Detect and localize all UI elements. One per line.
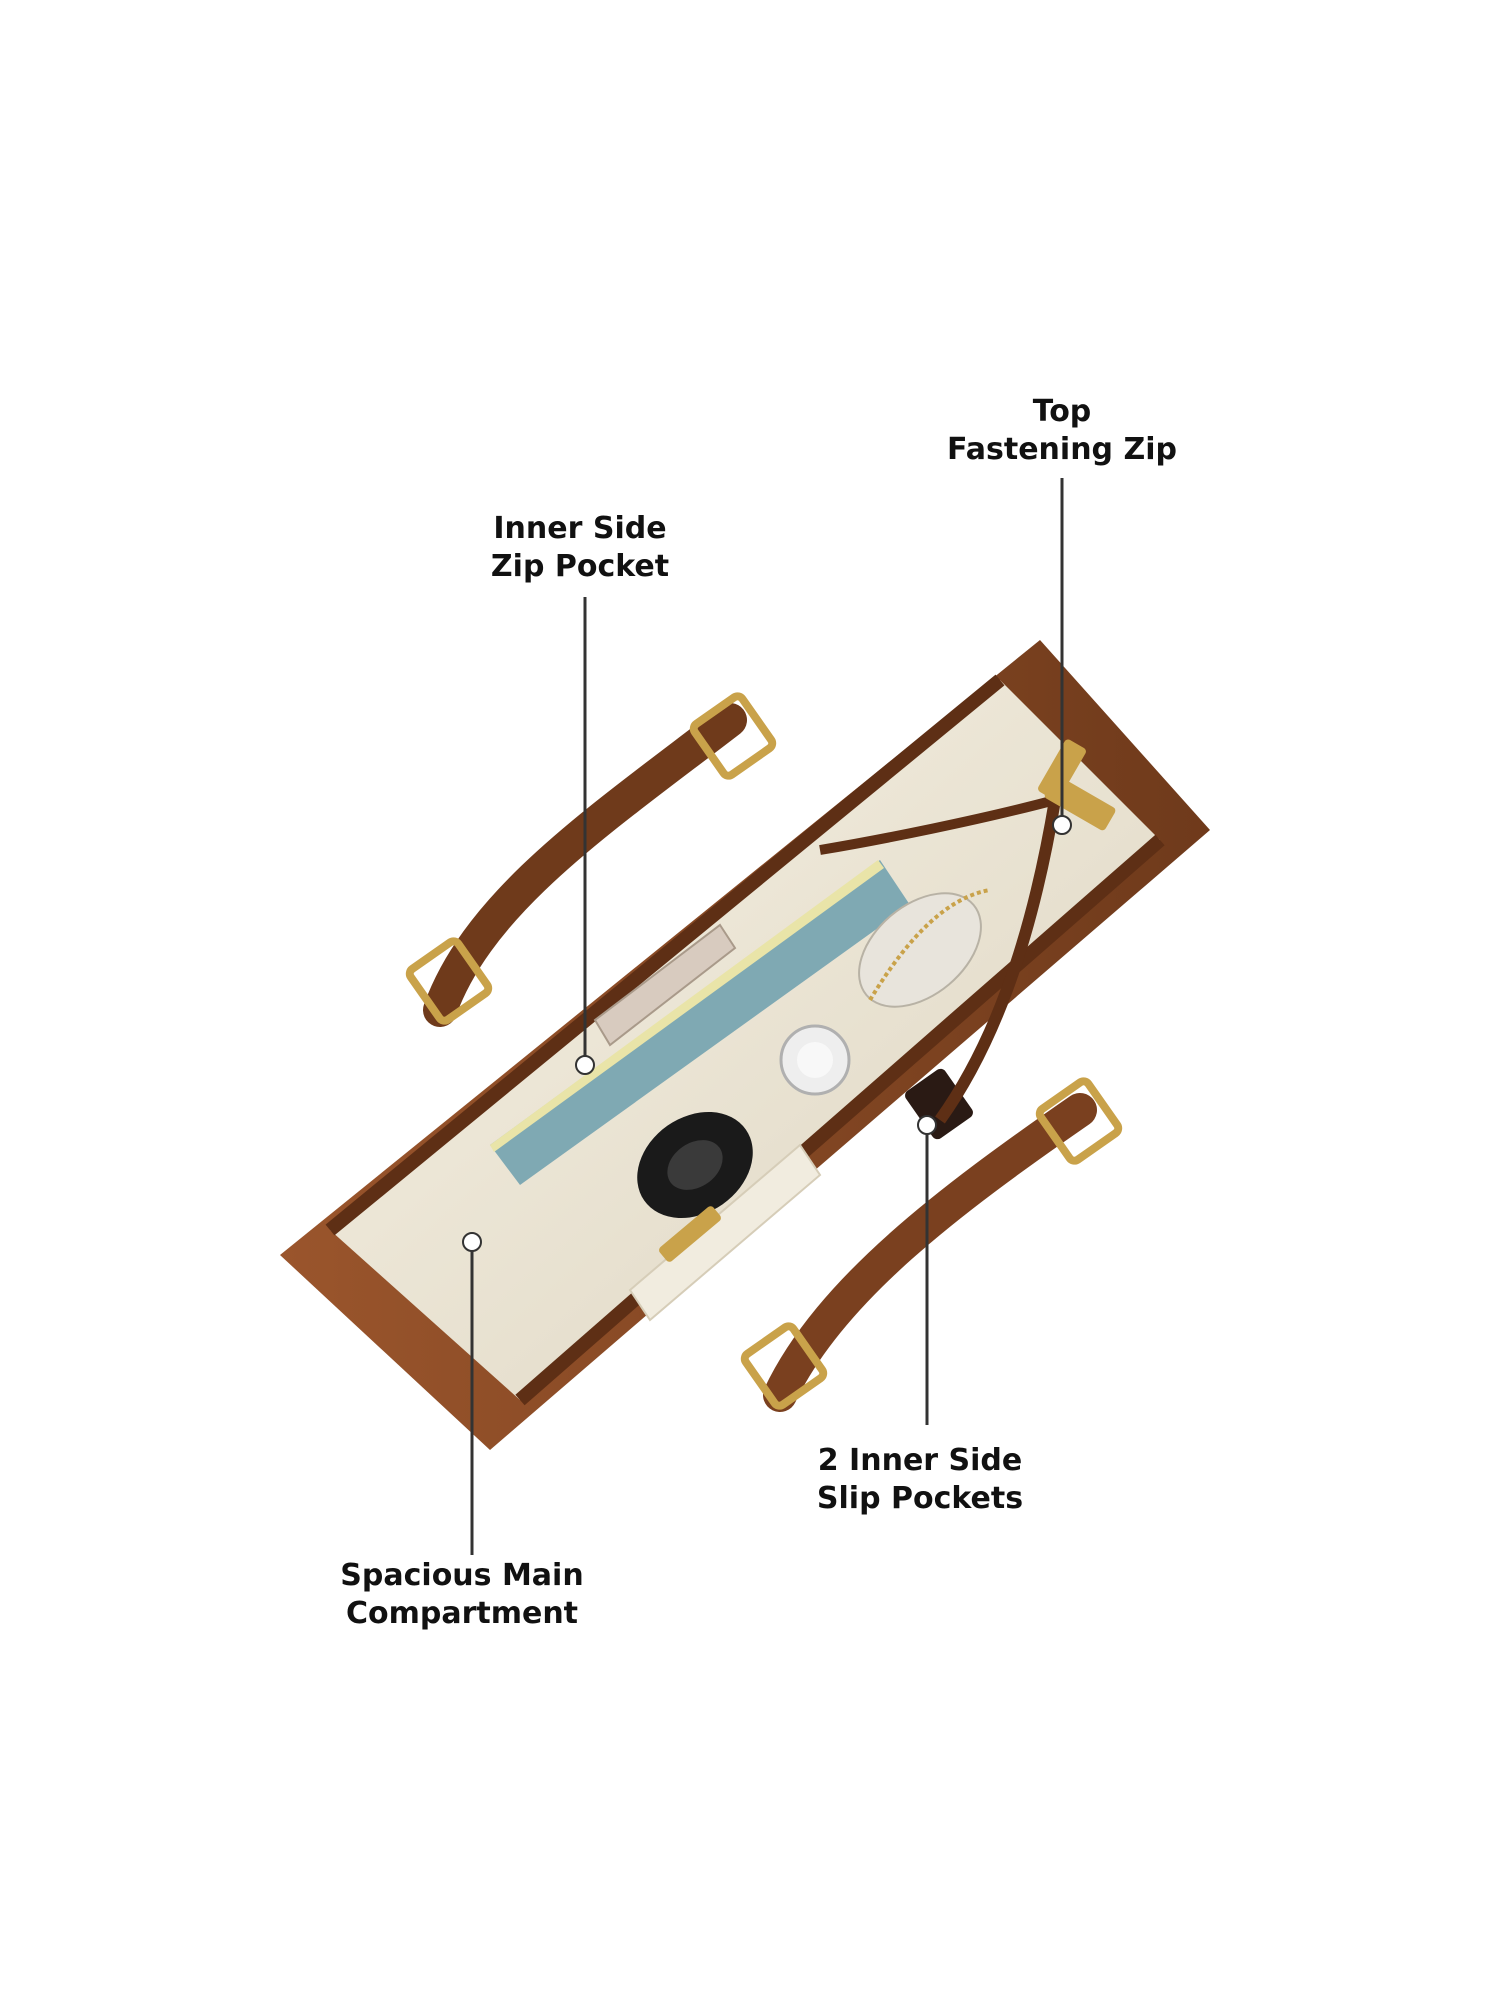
callout-top-zip-line1: Top	[1032, 394, 1092, 429]
callout-main-compartment-line2: Compartment	[345, 1596, 579, 1631]
bag-body	[280, 640, 1210, 1450]
callout-inner-side-slip-pockets: 2 Inner Side Slip Pockets	[817, 1442, 1023, 1518]
handle-front	[740, 1077, 1123, 1412]
callout-dot-inner-zip-pocket	[575, 1055, 595, 1075]
callout-inner-zip-line2: Zip Pocket	[490, 549, 670, 584]
callout-dots	[462, 815, 1072, 1252]
callout-dot-slip-pockets	[917, 1115, 937, 1135]
callout-dot-main-compartment	[462, 1232, 482, 1252]
handle-back	[405, 692, 777, 1027]
callout-lines	[470, 478, 1064, 1555]
coin-pouch	[858, 888, 991, 1008]
callout-top-fastening-zip: Top Fastening Zip	[947, 393, 1177, 469]
slip-pocket-panel	[628, 1143, 822, 1322]
callout-inner-side-zip-pocket: Inner Side Zip Pocket	[491, 510, 669, 586]
callout-dot-top-zip	[1052, 815, 1072, 835]
callout-top-zip-line2: Fastening Zip	[947, 432, 1177, 467]
notebook	[490, 860, 910, 1185]
callout-slip-pockets-line1: 2 Inner Side	[817, 1443, 1023, 1478]
phone	[593, 923, 737, 1047]
callout-inner-zip-line1: Inner Side	[493, 511, 667, 546]
callout-main-compartment-line1: Spacious Main	[340, 1558, 584, 1593]
callout-spacious-main-compartment: Spacious Main Compartment	[340, 1557, 583, 1633]
callout-slip-pockets-line2: Slip Pockets	[816, 1481, 1024, 1516]
